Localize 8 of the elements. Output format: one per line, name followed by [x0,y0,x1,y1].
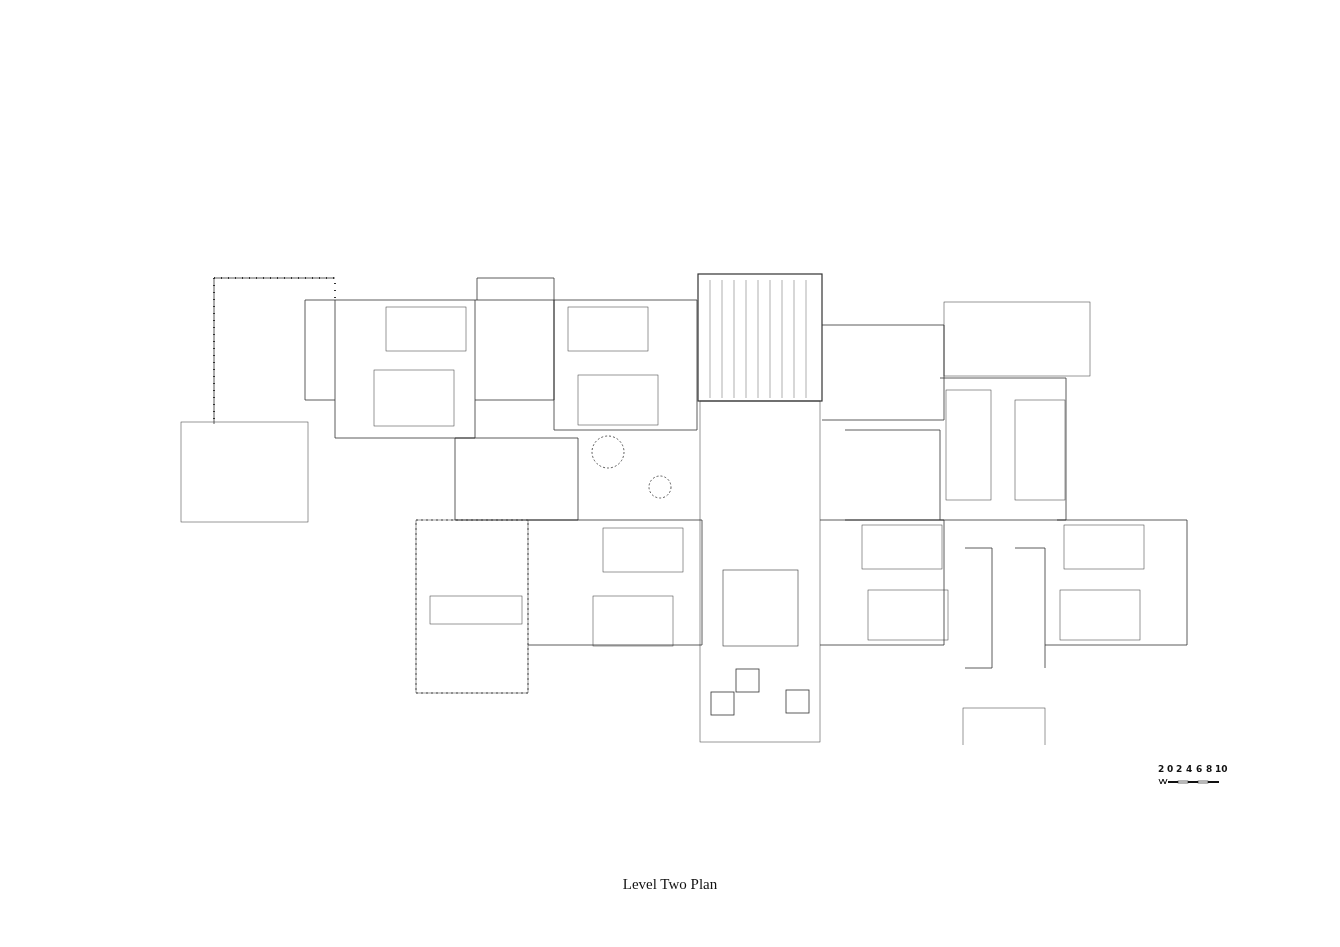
scale-number: 10 [1215,764,1228,774]
scale-number: 8 [1206,764,1213,774]
scale-number: 2 [1176,764,1183,774]
scale-number: 4 [1186,764,1193,774]
scale-number: 0 [1167,764,1174,774]
scale-number: 2 [1158,764,1165,774]
plan-title: Level Two Plan [622,876,718,893]
scale-number: 6 [1196,764,1203,774]
